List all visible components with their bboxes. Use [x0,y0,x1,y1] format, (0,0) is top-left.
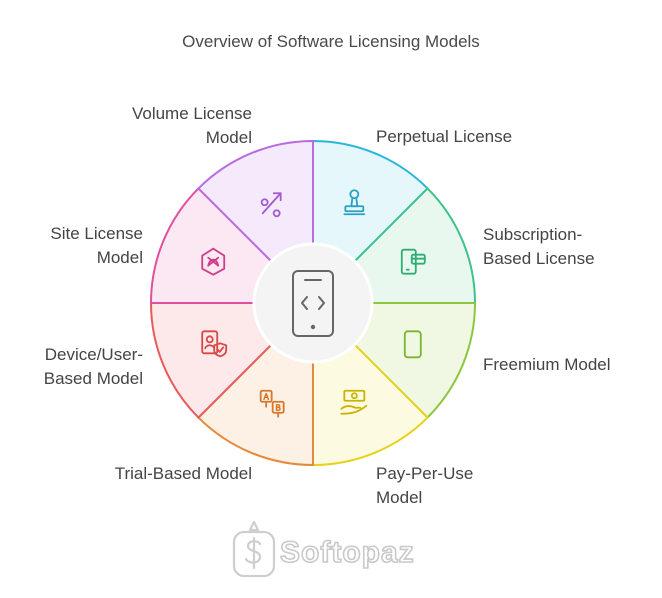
segment-label-2: Subscription- Based License [483,223,595,271]
segment-label-line: Based Model [43,369,143,388]
smartphone-code-icon [292,270,334,337]
mobile-icon [403,330,422,359]
segment-label-6: Device/User- Based Model [44,343,143,391]
svg-text:Softopaz: Softopaz [280,536,415,569]
phone-card-icon [400,248,426,275]
user-shield-icon [201,330,228,358]
segment-label-5: Trial-Based Model [115,462,252,486]
segment-label-line: Based License [483,249,595,268]
segment-label-line: Trial-Based Model [114,464,252,483]
svg-text:A: A [263,392,269,401]
segment-label-line: Pay-Per-Use [376,464,474,483]
segment-label-line: Freemium Model [483,355,611,374]
diagram-title: Overview of Software Licensing Models [182,32,480,51]
segment-label-line: Model [205,128,252,147]
segment-label-line: Perpetual License [376,127,513,146]
segment-label-line: Device/User- [44,345,143,364]
segment-label-1: Perpetual License [376,125,512,149]
segment-label-line: Model [96,248,143,267]
svg-text:B: B [275,403,280,412]
segment-label-line: Site License [50,224,143,243]
percent-arrow-icon [260,192,282,218]
cash-hand-icon [340,389,368,415]
ab-test-icon: AB [259,389,285,418]
softopaz-watermark: Softopaz [232,520,415,578]
center-hub [252,242,374,364]
stamp-icon [343,189,366,216]
segment-label-3: Freemium Model [483,353,611,377]
network-icon [201,247,226,276]
segment-label-line: Subscription- [483,225,583,244]
segment-label-line: Model [376,488,423,507]
segment-label-line: Volume License [131,104,252,123]
